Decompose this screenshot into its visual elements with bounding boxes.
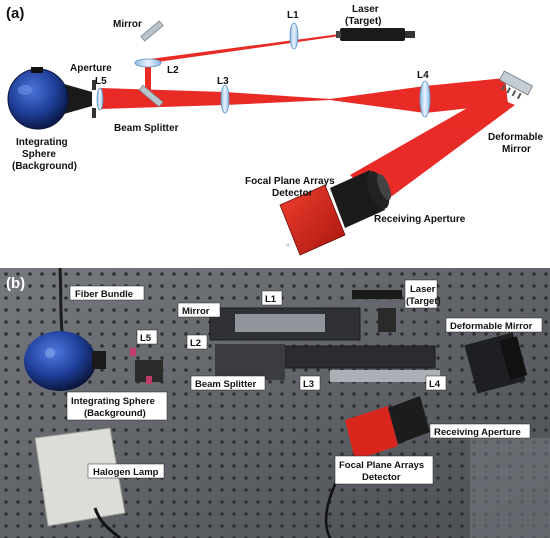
photo-fpa-label-2: Detector [362, 472, 401, 483]
deformable-mirror [498, 70, 534, 100]
photo-l4-label: L4 [429, 379, 441, 390]
laser-target-label: (Target) [345, 16, 381, 27]
mirror-label: Mirror [113, 19, 142, 30]
l3-label: L3 [217, 76, 229, 87]
photo-deformable-label: Deformable Mirror [450, 321, 533, 332]
photo-sphere-label-1: Integrating Sphere [71, 396, 155, 407]
optical-schematic-svg: (a) Laser (Target) L1 Mirror L2 Beam Spl… [6, 4, 543, 256]
fpa-detector [279, 170, 391, 256]
l4-label: L4 [417, 70, 429, 81]
sphere-label-3: (Background) [12, 161, 77, 172]
photo-l3-label: L3 [303, 379, 314, 390]
photo-halogen-label: Halogen Lamp [93, 467, 159, 478]
l5-mount [130, 348, 163, 384]
photo-fpa-label-1: Focal Plane Arrays [339, 460, 424, 471]
lens-l2 [134, 58, 162, 68]
lab-photo-svg: (b) Fiber Bundle [0, 268, 550, 538]
beam-splitter [138, 84, 164, 108]
photo-mirror-label: Mirror [182, 306, 210, 317]
photo-l2-label: L2 [190, 338, 201, 349]
beam-splitter-label: Beam Splitter [114, 123, 179, 134]
sphere-label-2: Sphere [22, 149, 56, 160]
l1-label: L1 [287, 10, 299, 21]
fpa-label-2: Detector [272, 188, 313, 199]
panel-a-letter: (a) [6, 5, 24, 22]
l5-label: L5 [95, 76, 107, 87]
l2-label: L2 [167, 65, 179, 76]
integrating-sphere [7, 67, 92, 130]
photo-sphere-label-2: (Background) [84, 408, 146, 419]
aperture-label: Aperture [70, 63, 112, 74]
photo-laser-label: Laser [410, 284, 436, 295]
lens-l5 [96, 87, 104, 111]
photo-beam-splitter-label: Beam Splitter [195, 379, 257, 390]
lens-l4 [419, 80, 431, 118]
lens-l1 [289, 22, 299, 50]
table-reflection [470, 438, 550, 538]
laser-device [336, 28, 415, 41]
integrating-sphere-photo [24, 331, 106, 391]
sphere-label-1: Integrating [16, 137, 68, 148]
photo-labels: Fiber Bundle L1 Mirror Laser (Target) De… [66, 279, 543, 485]
halogen-lamp [34, 427, 126, 538]
fold-mirror [140, 20, 164, 42]
deformable-label-2: Mirror [502, 144, 531, 155]
photo-laser-target-label: (Target) [406, 296, 441, 307]
deformable-mirror-mount [464, 332, 528, 394]
photo-l5-label: L5 [140, 333, 152, 344]
receiving-aperture-label: Receiving Aperture [374, 214, 466, 225]
fiber-bundle-label: Fiber Bundle [75, 289, 133, 300]
laser-label: Laser [352, 4, 379, 15]
aperture [92, 80, 96, 118]
photo-receiving-aperture-label: Receiving Aperture [434, 427, 521, 438]
optical-rail-assembly [209, 290, 440, 382]
fpa-detector-photo [324, 396, 430, 538]
photo-l1-label: L1 [265, 294, 277, 305]
deformable-label-1: Deformable [488, 132, 543, 143]
panel-b-letter: (b) [6, 275, 25, 292]
laser-beam [100, 34, 515, 205]
optical-schematic-panel: (a) Laser (Target) L1 Mirror L2 Beam Spl… [0, 0, 550, 265]
lab-photo-panel: (b) Fiber Bundle [0, 268, 550, 538]
fpa-label-1: Focal Plane Arrays [245, 176, 335, 187]
lens-l3 [220, 84, 230, 114]
